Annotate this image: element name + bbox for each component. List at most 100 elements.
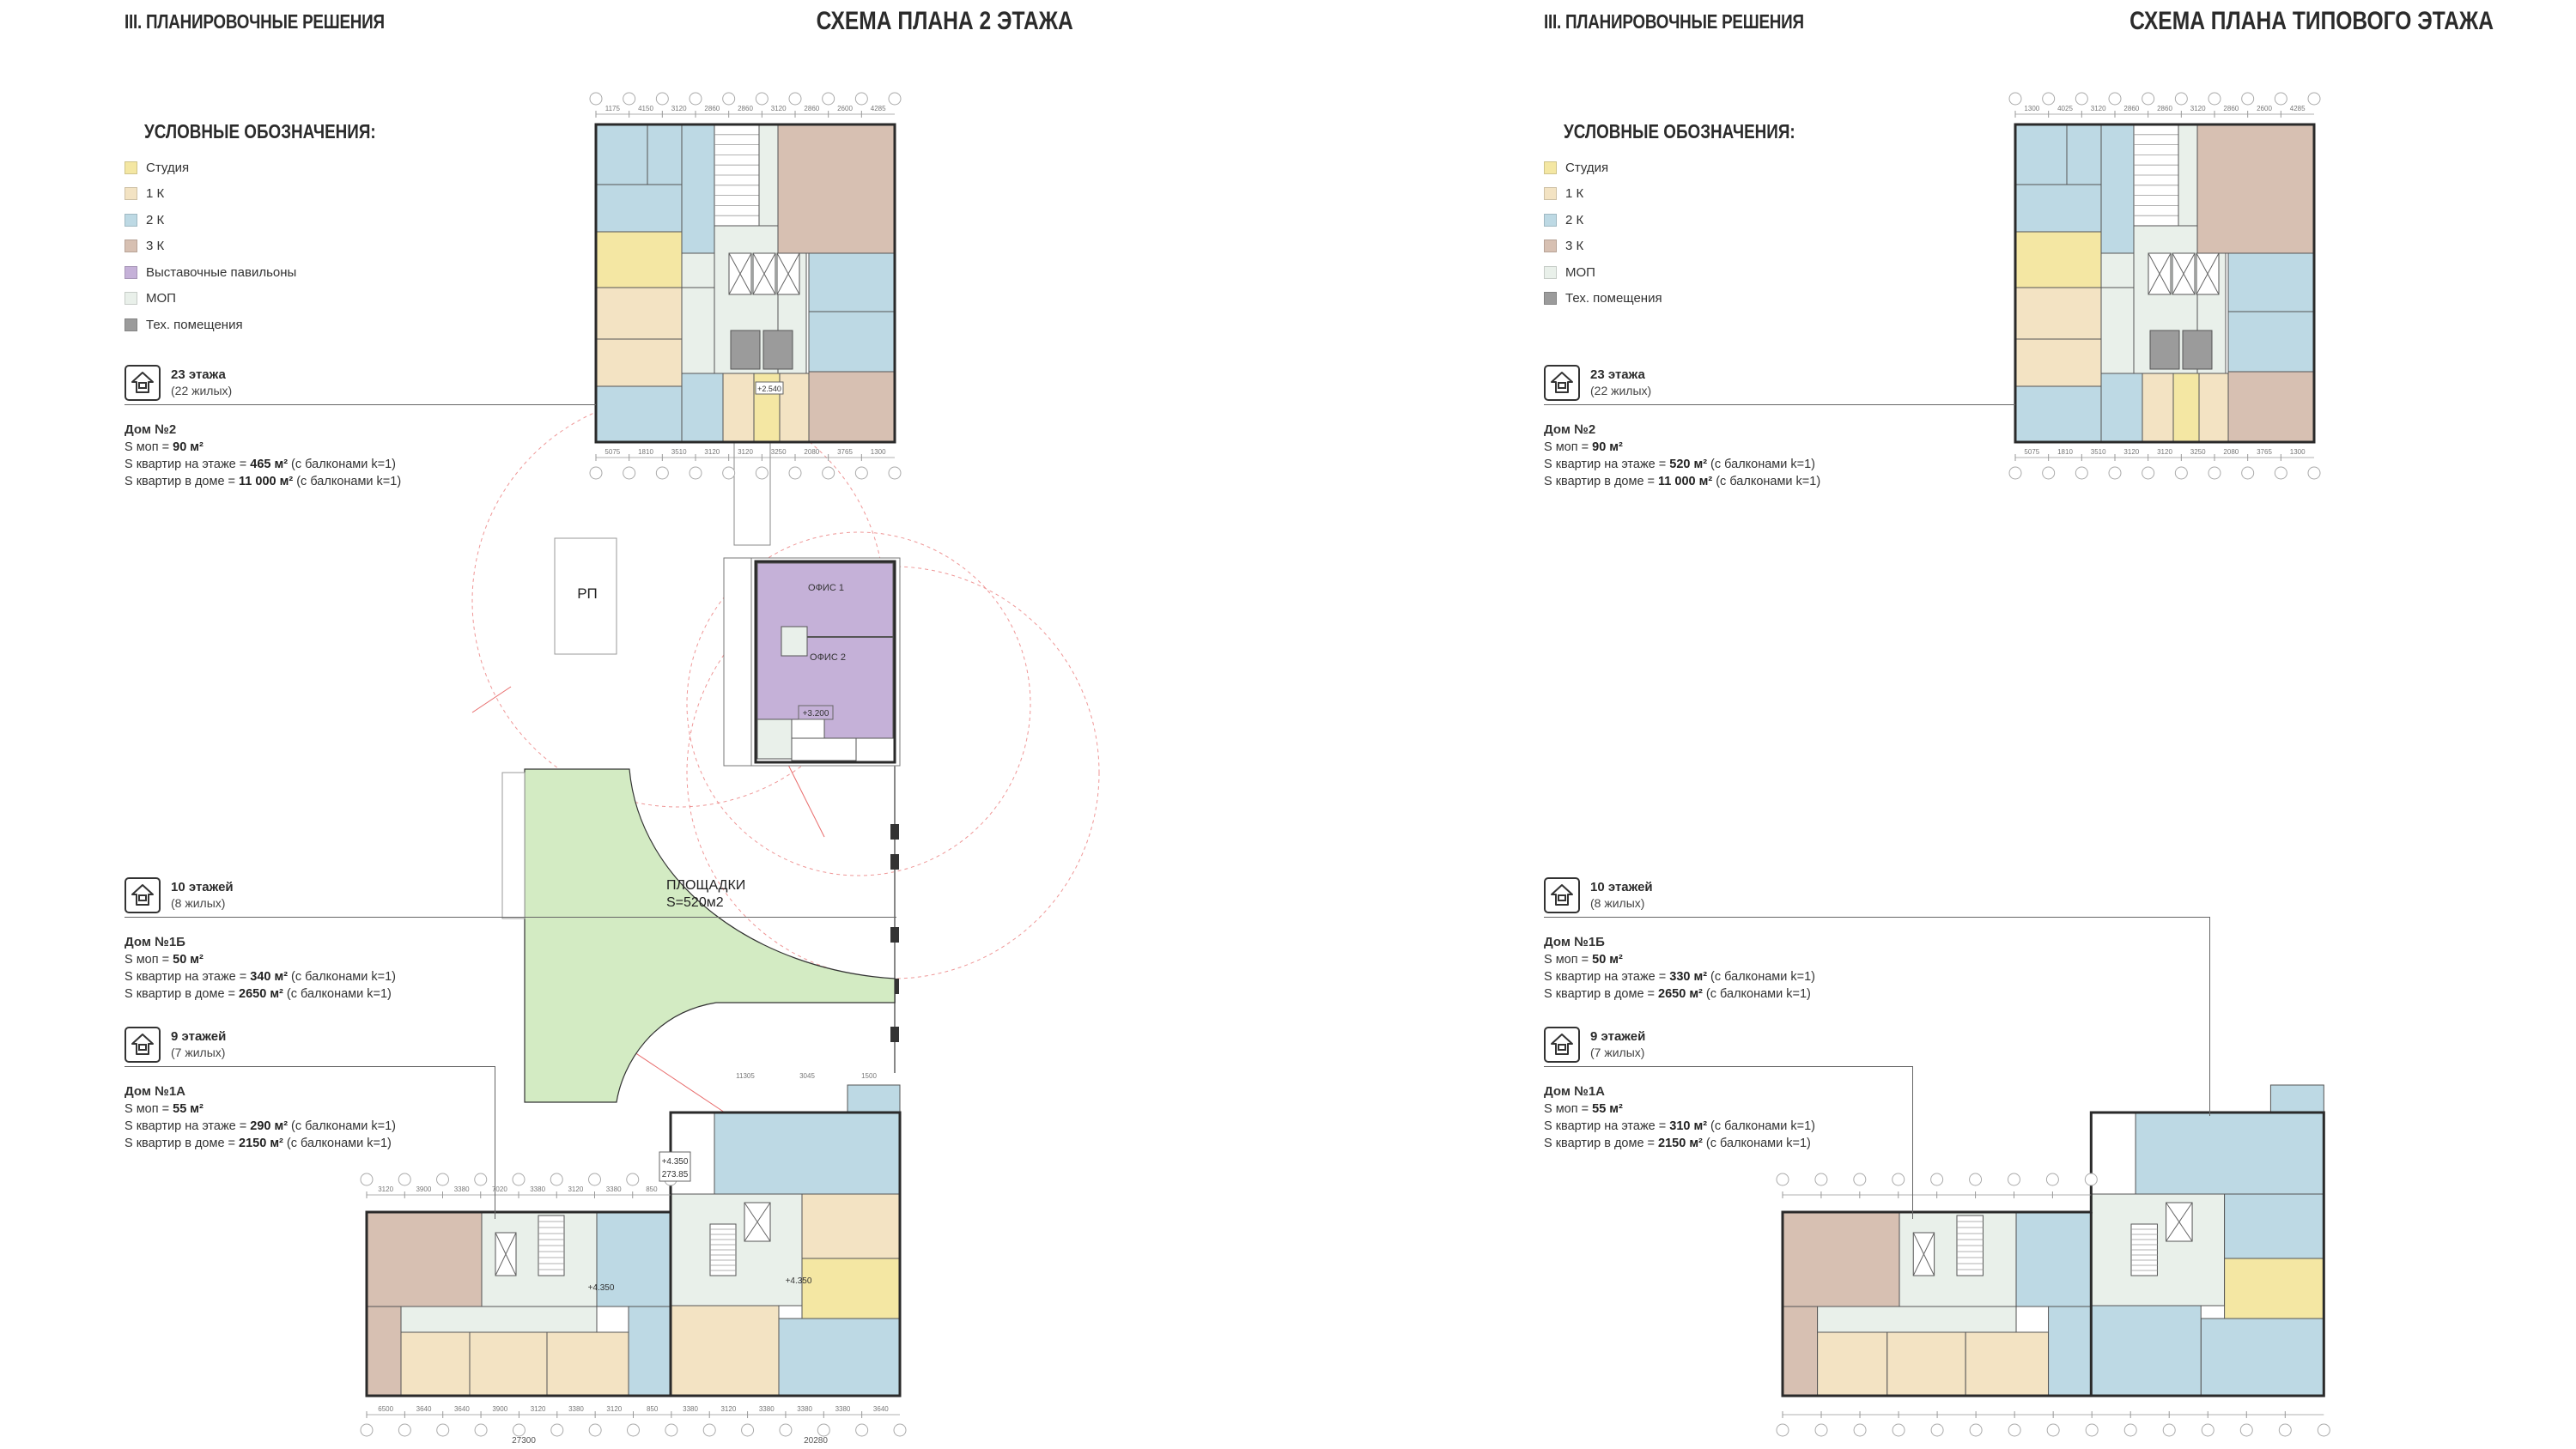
room-mop — [2100, 287, 2135, 374]
area-note: (с балконами k=1) — [283, 1137, 392, 1150]
room-tech — [730, 330, 761, 370]
axis-bubble — [1969, 1423, 1983, 1437]
playground-area — [524, 768, 896, 1103]
leader-line-vertical — [1912, 1066, 1913, 1219]
dimension-label: 2080 — [804, 448, 819, 456]
dimension-label: 3120 — [738, 448, 753, 456]
area-line: S квартир на этаже = 340 м² (с балконами… — [125, 968, 396, 985]
residential-count: (8 жилых) — [1590, 896, 1645, 910]
area-line: S квартир в доме = 11 000 м² (с балконам… — [1544, 473, 1820, 490]
room-st — [801, 1258, 901, 1319]
dimension-label: 3120 — [2190, 105, 2206, 112]
room-k2 — [2066, 124, 2102, 185]
block-houses-1a-1b — [1781, 1084, 2325, 1397]
area-value: 520 м² — [1669, 458, 1708, 471]
dimension-label: 3380 — [797, 1405, 812, 1413]
house-name: Дом №1А — [1544, 1084, 1605, 1099]
area-line: S квартир в доме = 2650 м² (с балконами … — [1544, 985, 1815, 1003]
dimension-label: 5075 — [605, 448, 620, 456]
room-k2 — [595, 385, 683, 443]
axis-bubble — [398, 1173, 411, 1186]
room-k2 — [595, 184, 683, 233]
tower-house-2 — [594, 123, 896, 444]
axis-bubble — [512, 1173, 526, 1186]
site-elements — [501, 441, 901, 1103]
area-value: 2150 м² — [239, 1137, 283, 1150]
axis-bubble — [888, 92, 902, 106]
buildings — [365, 123, 2325, 1397]
axis-bubble — [1853, 1423, 1867, 1437]
legend-label: 3 К — [146, 239, 165, 254]
room-k1 — [2142, 373, 2174, 443]
area-value: 2650 м² — [239, 987, 283, 1001]
residential-count: (22 жилых) — [1590, 384, 1652, 397]
room-k1 — [801, 1193, 901, 1259]
room-k3 — [2196, 124, 2315, 254]
axis-bubble — [2085, 1423, 2099, 1437]
axis-bubble — [788, 92, 802, 106]
dimension-label: 3120 — [2091, 105, 2106, 112]
dimension-label: 3045 — [799, 1072, 815, 1080]
axis-bubble — [2201, 1423, 2215, 1437]
area-line: S квартир в доме = 2650 м² (с балконами … — [125, 985, 396, 1003]
house-icon — [1544, 365, 1580, 401]
area-line: S квартир на этаже = 330 м² (с балконами… — [1544, 968, 1815, 985]
area-note: (с балконами k=1) — [288, 970, 397, 984]
house-icon — [125, 877, 161, 913]
section-heading: III. ПЛАНИРОВОЧНЫЕ РЕШЕНИЯ — [125, 10, 385, 33]
dimension-label: 2600 — [837, 105, 853, 112]
dimension-label: 3510 — [2091, 448, 2106, 456]
playground-area: S=520м2 — [666, 895, 724, 910]
axis-bubble — [626, 1173, 640, 1186]
axis-bubble — [2307, 92, 2321, 106]
axis-bubble — [360, 1173, 374, 1186]
room-k2 — [628, 1306, 671, 1397]
room-st — [2172, 373, 2200, 443]
block-level: +4.350 — [662, 1157, 689, 1167]
room-k3 — [1782, 1211, 1900, 1307]
floors-text: 9 этажей(7 жилых) — [1590, 1029, 1645, 1060]
axis-bubble — [2208, 92, 2221, 106]
room-st — [595, 231, 683, 288]
area-label: S моп = — [1544, 953, 1593, 967]
axis-bubble — [2278, 1423, 2292, 1437]
area-line: S моп = 55 м² — [125, 1100, 396, 1118]
axis-bubble — [436, 1423, 450, 1437]
floors-text: 23 этажа(22 жилых) — [171, 367, 232, 398]
area-label: S моп = — [125, 953, 173, 967]
elevator-cross — [776, 252, 800, 295]
office-1-label: ОФИС 1 — [808, 583, 844, 593]
area-value: 465 м² — [250, 458, 289, 471]
axis-bubble — [2239, 1423, 2253, 1437]
dimension-label: 1300 — [2290, 448, 2306, 456]
area-value: 55 м² — [173, 1102, 204, 1116]
legend-swatch — [125, 187, 137, 201]
axis-bubble — [2008, 1423, 2021, 1437]
room-k2 — [681, 373, 724, 443]
area-note: (с балконами k=1) — [283, 987, 392, 1001]
pavilion-stair — [791, 737, 857, 761]
room-k1 — [1817, 1331, 1888, 1397]
legend-item: МОП — [125, 286, 296, 312]
room-k2 — [595, 124, 648, 185]
area-label: S моп = — [1544, 440, 1593, 454]
area-label: S квартир на этаже = — [125, 970, 251, 984]
axis-bubble — [755, 466, 769, 480]
room-k1 — [670, 1305, 780, 1397]
dimension-label: 6500 — [378, 1405, 393, 1413]
room-k1 — [400, 1331, 471, 1397]
leader-line — [1544, 1066, 1912, 1067]
floors-badge: 23 этажа(22 жилых) — [1544, 365, 1651, 401]
area-line: S квартир на этаже = 290 м² (с балконами… — [125, 1118, 396, 1135]
dimension-label: 3120 — [671, 105, 687, 112]
axis-bubble — [1853, 1173, 1867, 1186]
room-k1 — [779, 373, 810, 443]
residential-count: (22 жилых) — [171, 384, 233, 397]
axis-bubble — [822, 92, 835, 106]
dimension-label: 3900 — [416, 1185, 431, 1193]
room-k2 — [2100, 373, 2143, 443]
legend-swatch — [125, 292, 137, 306]
fence-post — [890, 854, 899, 870]
